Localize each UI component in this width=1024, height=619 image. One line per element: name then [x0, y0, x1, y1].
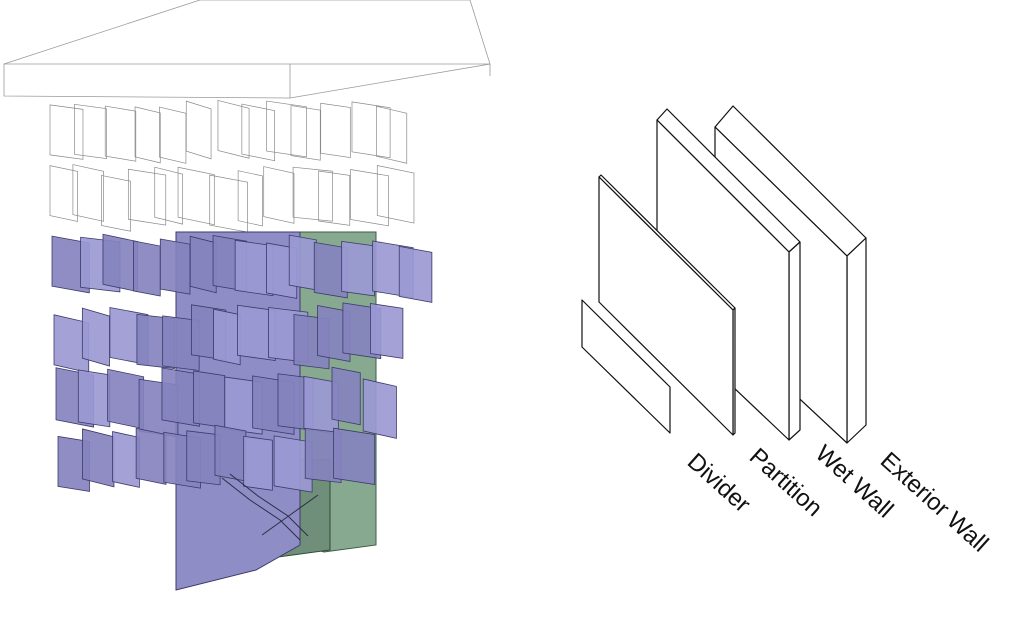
panel: [217, 100, 250, 159]
panel: [134, 106, 161, 164]
panel: [186, 430, 221, 486]
wireframe-panels: [49, 100, 415, 233]
panel: [398, 245, 433, 303]
panel: [331, 366, 361, 426]
panel: [213, 308, 241, 366]
panel: [135, 427, 167, 485]
panel: [161, 367, 200, 427]
panel: [266, 100, 307, 158]
panel: [234, 239, 274, 297]
panel: [57, 435, 90, 492]
panel: [177, 166, 215, 226]
panel: [159, 238, 191, 295]
partition-slab: [598, 174, 736, 436]
panel: [154, 166, 183, 225]
panel: [51, 235, 90, 294]
panel: [375, 105, 408, 164]
panel: [290, 105, 321, 161]
wet-wall-slab: [656, 108, 801, 441]
panel: [81, 307, 110, 367]
panel: [104, 105, 137, 162]
panel: [318, 170, 351, 226]
panel: [376, 165, 415, 224]
panel: [341, 240, 375, 297]
panel: [74, 103, 107, 160]
panel: [362, 378, 397, 439]
partition-panels: [51, 233, 433, 493]
panel: [49, 165, 78, 222]
panel: [333, 427, 376, 486]
stair: [221, 473, 319, 541]
panel: [243, 435, 273, 491]
panel: [133, 240, 161, 297]
panel: [49, 104, 84, 160]
panel: [112, 431, 140, 488]
divider-slab: [581, 299, 671, 434]
panel: [162, 315, 200, 371]
panel: [77, 369, 111, 428]
panel: [237, 170, 263, 227]
panel: [101, 175, 131, 232]
panel: [350, 169, 389, 227]
panel: [320, 102, 351, 158]
panel: [237, 304, 276, 361]
wireframe-roof: [3, 0, 491, 99]
panel: [241, 103, 276, 162]
panel: [273, 435, 313, 493]
panel: [159, 106, 187, 164]
panel: [351, 101, 391, 159]
panel: [72, 164, 104, 222]
panel: [317, 305, 351, 363]
panel: [185, 100, 212, 160]
panel: [370, 303, 404, 359]
panel: [292, 166, 333, 222]
panel: [313, 241, 348, 299]
building-model: [3, 0, 491, 591]
panel: [127, 168, 167, 226]
panel: [304, 427, 342, 484]
panel: [82, 428, 115, 488]
panel: [263, 166, 295, 224]
panel: [189, 235, 217, 294]
